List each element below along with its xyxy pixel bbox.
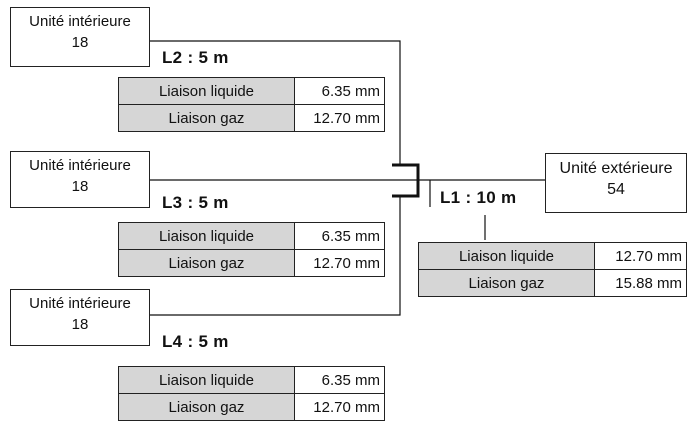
line-label-l2: L2 : 5 m: [162, 48, 229, 67]
indoor-unit-3-title: Unité intérieure: [29, 295, 131, 312]
outdoor-unit-title: Unité extérieure: [559, 160, 673, 177]
indoor-unit-2: Unité intérieure 18: [10, 151, 150, 208]
outdoor-unit: Unité extérieure 54: [545, 153, 687, 213]
indoor-unit-1-capacity: 18: [71, 34, 89, 51]
spec-label: Liaison gaz: [418, 269, 595, 297]
table-row: Liaison liquide 6.35 mm: [118, 222, 385, 250]
spec-label: Liaison liquide: [118, 366, 295, 394]
indoor-unit-2-capacity: 18: [71, 178, 89, 195]
indoor-unit-1-title: Unité intérieure: [29, 13, 131, 30]
spec-value: 12.70 mm: [294, 104, 385, 132]
spec-value: 12.70 mm: [594, 242, 687, 270]
table-row: Liaison liquide 6.35 mm: [118, 366, 385, 394]
table-row: Liaison gaz 12.70 mm: [118, 393, 385, 421]
spec-table-l3: Liaison liquide 6.35 mm Liaison gaz 12.7…: [118, 222, 385, 277]
line-label-l3: L3 : 5 m: [162, 193, 229, 212]
table-row: Liaison gaz 12.70 mm: [118, 249, 385, 277]
line-label-l4: L4 : 5 m: [162, 332, 229, 351]
spec-table-l2: Liaison liquide 6.35 mm Liaison gaz 12.7…: [118, 77, 385, 132]
branch-header: [392, 163, 420, 198]
spec-label: Liaison gaz: [118, 104, 295, 132]
table-row: Liaison gaz 15.88 mm: [418, 269, 687, 297]
spec-label: Liaison liquide: [118, 222, 295, 250]
outdoor-unit-capacity: 54: [607, 181, 625, 198]
line-label-l1: L1 : 10 m: [440, 188, 517, 207]
spec-value: 6.35 mm: [294, 77, 385, 105]
spec-table-l4: Liaison liquide 6.35 mm Liaison gaz 12.7…: [118, 366, 385, 421]
spec-label: Liaison liquide: [118, 77, 295, 105]
spec-label: Liaison gaz: [118, 249, 295, 277]
spec-value: 12.70 mm: [294, 393, 385, 421]
indoor-unit-3: Unité intérieure 18: [10, 289, 150, 346]
spec-value: 6.35 mm: [294, 366, 385, 394]
table-row: Liaison liquide 6.35 mm: [118, 77, 385, 105]
indoor-unit-2-title: Unité intérieure: [29, 157, 131, 174]
spec-value: 12.70 mm: [294, 249, 385, 277]
indoor-unit-3-capacity: 18: [71, 316, 89, 333]
table-row: Liaison gaz 12.70 mm: [118, 104, 385, 132]
spec-value: 15.88 mm: [594, 269, 687, 297]
indoor-unit-1: Unité intérieure 18: [10, 7, 150, 67]
spec-label: Liaison gaz: [118, 393, 295, 421]
spec-label: Liaison liquide: [418, 242, 595, 270]
table-row: Liaison liquide 12.70 mm: [418, 242, 687, 270]
spec-table-l1: Liaison liquide 12.70 mm Liaison gaz 15.…: [418, 242, 687, 297]
spec-value: 6.35 mm: [294, 222, 385, 250]
